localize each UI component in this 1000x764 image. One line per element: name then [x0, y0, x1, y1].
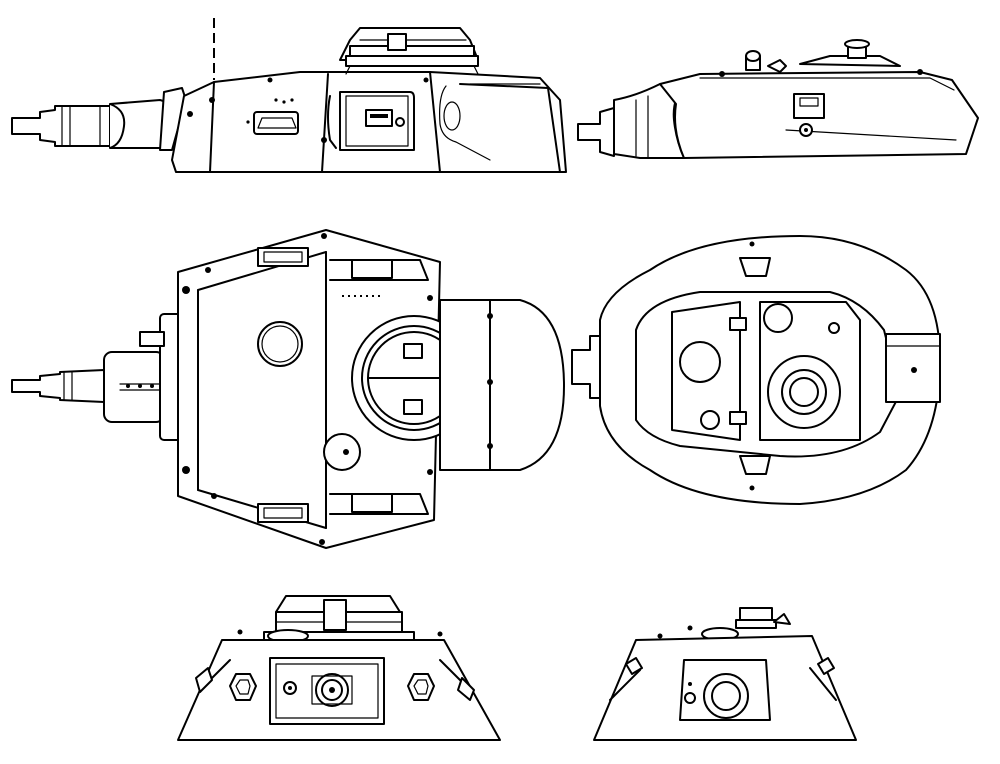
turret-left-side-view	[11, 18, 567, 173]
lifting-lugs	[739, 241, 771, 491]
gun-stub	[577, 107, 615, 157]
commander-cupola	[339, 27, 479, 75]
turret-right-side-view	[577, 39, 979, 159]
turret-bottom-view	[571, 235, 941, 505]
loader-hatch	[323, 433, 361, 471]
plate-bolts	[182, 233, 433, 545]
vision-slot	[246, 98, 299, 135]
turret-top-view	[11, 229, 565, 549]
bustle-bolts	[487, 313, 493, 449]
vision-slots-top	[257, 247, 429, 523]
side-hatch	[321, 91, 415, 151]
gun-mantlet-front	[269, 657, 385, 725]
roof-port	[257, 321, 303, 367]
gun-barrel	[11, 105, 111, 147]
cupola-front	[263, 595, 415, 643]
hull-bolts	[187, 77, 429, 117]
floor-fittings	[679, 303, 841, 430]
turret-front-view	[177, 595, 501, 741]
front-vision-blocks	[229, 673, 435, 701]
front-hinges	[195, 629, 475, 701]
turret-roof-plate	[177, 229, 441, 549]
rear-hatch	[679, 659, 771, 721]
side-port	[793, 93, 825, 137]
rear-vision-blocks	[625, 657, 835, 675]
turret-bustle	[439, 299, 565, 471]
gun-mantlet	[109, 87, 187, 151]
turret-rear-view	[593, 607, 857, 741]
gun-barrel-top	[11, 369, 105, 403]
cupola-rear	[657, 607, 791, 641]
roof-fittings	[719, 39, 923, 77]
rear-plate-bottom	[885, 333, 941, 403]
